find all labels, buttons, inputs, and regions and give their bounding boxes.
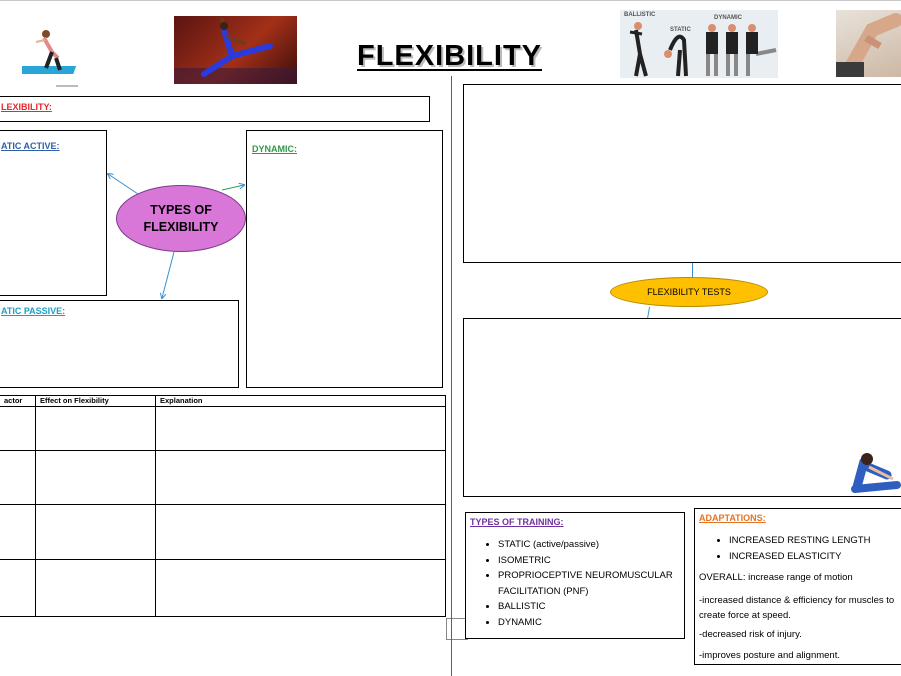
static-active-heading: ATIC ACTIVE: bbox=[1, 141, 60, 151]
types-ellipse-line2: FLEXIBILITY bbox=[143, 219, 219, 234]
upper-test-box[interactable] bbox=[463, 84, 901, 263]
dynamic-heading: DYNAMIC: bbox=[252, 144, 297, 154]
adaptation-force-line: -increased distance & efficiency for mus… bbox=[699, 595, 895, 621]
list-item: BALLISTIC bbox=[498, 599, 692, 615]
adaptations-box[interactable]: ADAPTATIONS: INCREASED RESTING LENGTH IN… bbox=[694, 508, 901, 665]
static-passive-box[interactable]: ATIC PASSIVE: bbox=[0, 300, 239, 388]
list-item: PROPRIOCEPTIVE NEUROMUSCULAR FACILITATIO… bbox=[498, 568, 692, 599]
stretch-types-image: BALLISTIC STATIC DYNAMIC bbox=[620, 10, 778, 78]
list-item: INCREASED RESTING LENGTH bbox=[729, 533, 901, 549]
flexibility-tests-label: FLEXIBILITY TESTS bbox=[647, 287, 731, 297]
ballistic-caption: BALLISTIC bbox=[624, 12, 656, 18]
types-of-training-box[interactable]: TYPES OF TRAINING: STATIC (active/passiv… bbox=[465, 512, 685, 639]
list-item: DYNAMIC bbox=[498, 615, 692, 631]
flexibility-definition-box[interactable]: LEXIBILITY: bbox=[0, 96, 430, 122]
stretching-figure-image bbox=[22, 28, 84, 90]
explanation-column-header: Explanation bbox=[155, 395, 446, 407]
table-row[interactable] bbox=[0, 504, 446, 560]
effect-column-header: Effect on Flexibility bbox=[35, 395, 156, 407]
factor-column-header: actor bbox=[0, 395, 36, 407]
dynamic-box[interactable]: DYNAMIC: bbox=[246, 130, 443, 388]
table-row[interactable] bbox=[0, 450, 446, 505]
center-divider bbox=[451, 76, 452, 676]
lower-test-box[interactable] bbox=[463, 318, 901, 497]
adaptations-bullets: INCREASED RESTING LENGTH INCREASED ELAST… bbox=[715, 533, 901, 564]
types-ellipse-line1: TYPES OF bbox=[150, 202, 212, 217]
static-passive-heading: ATIC PASSIVE: bbox=[1, 306, 66, 316]
types-of-training-list: STATIC (active/passive) ISOMETRIC PROPRI… bbox=[484, 537, 692, 630]
connector-arrows bbox=[0, 0, 451, 400]
adaptation-posture-line: -improves posture and alignment. bbox=[699, 650, 840, 661]
list-item: STATIC (active/passive) bbox=[498, 537, 692, 553]
sit-and-reach-image bbox=[847, 445, 901, 497]
dynamic-caption: DYNAMIC bbox=[714, 15, 742, 21]
page-title: FLEXIBILITY bbox=[357, 40, 542, 72]
gymnast-split-leap-image bbox=[174, 16, 297, 84]
adaptations-heading: ADAPTATIONS: bbox=[699, 513, 766, 523]
table-row[interactable] bbox=[0, 406, 446, 451]
connector-line-upper bbox=[692, 263, 693, 278]
top-border bbox=[0, 0, 901, 1]
adaptation-injury-line: -decreased risk of injury. bbox=[699, 629, 802, 640]
flexibility-definition-heading: LEXIBILITY: bbox=[1, 102, 52, 112]
list-item: INCREASED ELASTICITY bbox=[729, 549, 901, 565]
flexibility-tests-ellipse: FLEXIBILITY TESTS bbox=[610, 277, 768, 307]
factors-table-header: actor Effect on Flexibility Explanation bbox=[0, 395, 446, 407]
factors-table: actor Effect on Flexibility Explanation bbox=[0, 395, 446, 617]
assisted-stretch-image bbox=[836, 10, 901, 77]
static-caption: STATIC bbox=[670, 27, 691, 33]
static-active-box[interactable]: ATIC ACTIVE: bbox=[0, 130, 107, 296]
table-row[interactable] bbox=[0, 559, 446, 617]
adaptation-overall: OVERALL: increase range of motion bbox=[699, 572, 853, 583]
list-item: ISOMETRIC bbox=[498, 553, 692, 569]
types-of-training-heading: TYPES OF TRAINING: bbox=[470, 517, 564, 527]
types-of-flexibility-ellipse: TYPES OF FLEXIBILITY bbox=[116, 185, 246, 252]
